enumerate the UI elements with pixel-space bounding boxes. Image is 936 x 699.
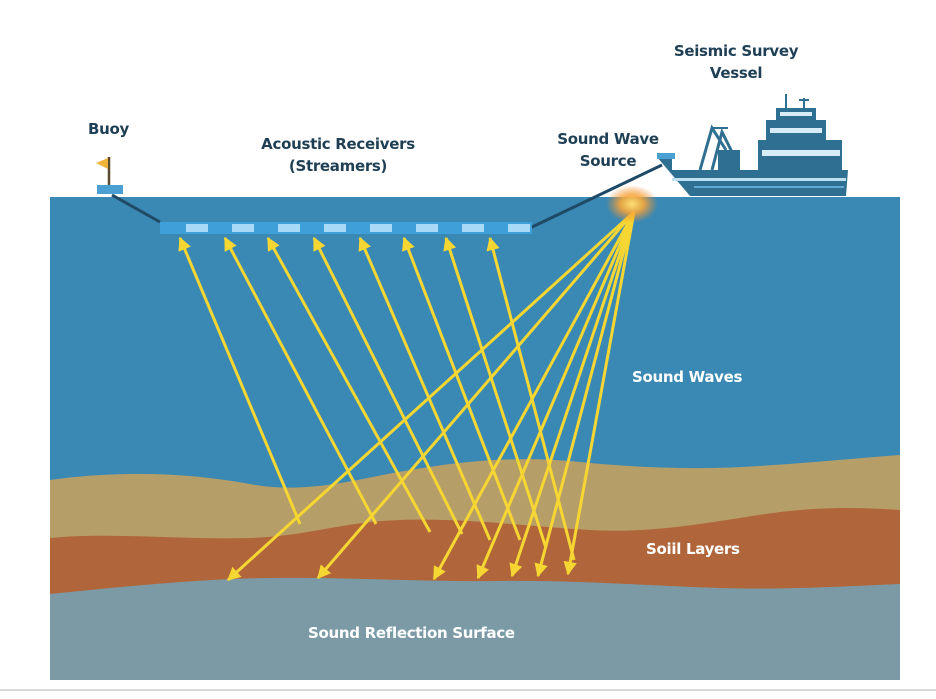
vessel-label: Seismic Survey Vessel: [666, 42, 806, 82]
bottom-divider: [0, 689, 936, 691]
sound-wave-rays: [178, 210, 636, 582]
receiver-segment: [186, 224, 208, 232]
downward-sound-ray: [563, 211, 636, 576]
reflection-surface-layer: [50, 577, 900, 680]
buoy-tow-cable: [111, 193, 161, 224]
reflected-sound-ray: [178, 236, 302, 525]
receiver-segment: [462, 224, 484, 232]
source-label-line2: Source: [579, 152, 637, 170]
seismic-survey-vessel-icon: [657, 94, 848, 196]
reflected-sound-ray: [223, 236, 378, 525]
receiver-segment: [232, 224, 254, 232]
receiver-segment: [278, 224, 300, 232]
reflected-sound-ray: [486, 236, 576, 561]
buoy-label: Buoy: [88, 120, 129, 138]
vessel-tow-cable: [529, 163, 663, 230]
acoustic-receivers-streamer: [160, 222, 532, 234]
receivers-label: Acoustic Receivers (Streamers): [258, 135, 418, 175]
vessel-label-line1: Seismic Survey: [673, 42, 799, 60]
receiver-segment: [416, 224, 438, 232]
receivers-label-line1: Acoustic Receivers: [261, 135, 415, 153]
receivers-label-line2: (Streamers): [288, 157, 388, 175]
downward-sound-ray: [509, 211, 636, 578]
downward-sound-ray: [476, 211, 636, 580]
soil-layers-label: Soiil Layers: [646, 540, 740, 558]
reflected-sound-ray: [358, 236, 492, 541]
vessel-label-line2: Vessel: [709, 64, 763, 82]
downward-sound-ray: [226, 210, 636, 582]
sound-source-glow: [606, 185, 658, 223]
reflected-sound-ray: [402, 236, 522, 541]
receiver-segment: [508, 224, 530, 232]
reflected-sound-ray: [266, 236, 432, 533]
source-label-line1: Sound Wave: [557, 130, 659, 148]
buoy-icon: [96, 157, 123, 194]
downward-sound-ray: [432, 211, 636, 581]
downward-sound-ray: [534, 211, 636, 578]
reflected-sound-ray: [312, 236, 464, 535]
reflection-surface-label: Sound Reflection Surface: [308, 624, 515, 642]
source-label: Sound Wave Source: [552, 130, 664, 170]
receiver-segment: [324, 224, 346, 232]
reflected-sound-ray: [443, 236, 548, 549]
receiver-segment: [370, 224, 392, 232]
sound-waves-label: Sound Waves: [632, 368, 743, 386]
